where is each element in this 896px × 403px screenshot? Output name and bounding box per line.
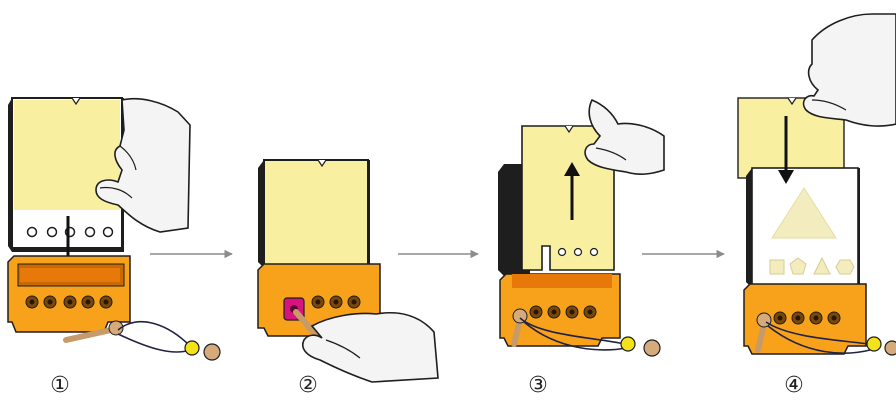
up-arrow-icon: [564, 162, 580, 220]
step-1-illustration: [7, 97, 221, 361]
step-number-4: ④: [784, 373, 804, 398]
hand-icon: [95, 97, 191, 233]
step-2-illustration: [257, 159, 439, 383]
hand-icon: [584, 98, 665, 175]
hand-icon: [302, 312, 439, 383]
step-number-2: ②: [298, 373, 318, 398]
shapes-card: [746, 167, 860, 289]
step-3-illustration: [498, 98, 665, 357]
picture-card: [8, 97, 124, 252]
picture-card: [258, 159, 370, 269]
step-number-1: ①: [50, 373, 70, 398]
peg-stick: [63, 320, 124, 343]
card-holder-base: [7, 255, 131, 333]
hand-icon: [802, 13, 896, 127]
bead-string: [519, 317, 661, 357]
down-arrow-icon: [778, 116, 794, 184]
card-holder-base: [499, 273, 621, 347]
bead-string: [765, 321, 896, 356]
bead-string: [117, 320, 221, 361]
card-holder-base: [743, 283, 867, 355]
step-number-3: ③: [528, 373, 548, 398]
peg-stick: [511, 308, 528, 347]
step-4-illustration: [737, 13, 896, 356]
